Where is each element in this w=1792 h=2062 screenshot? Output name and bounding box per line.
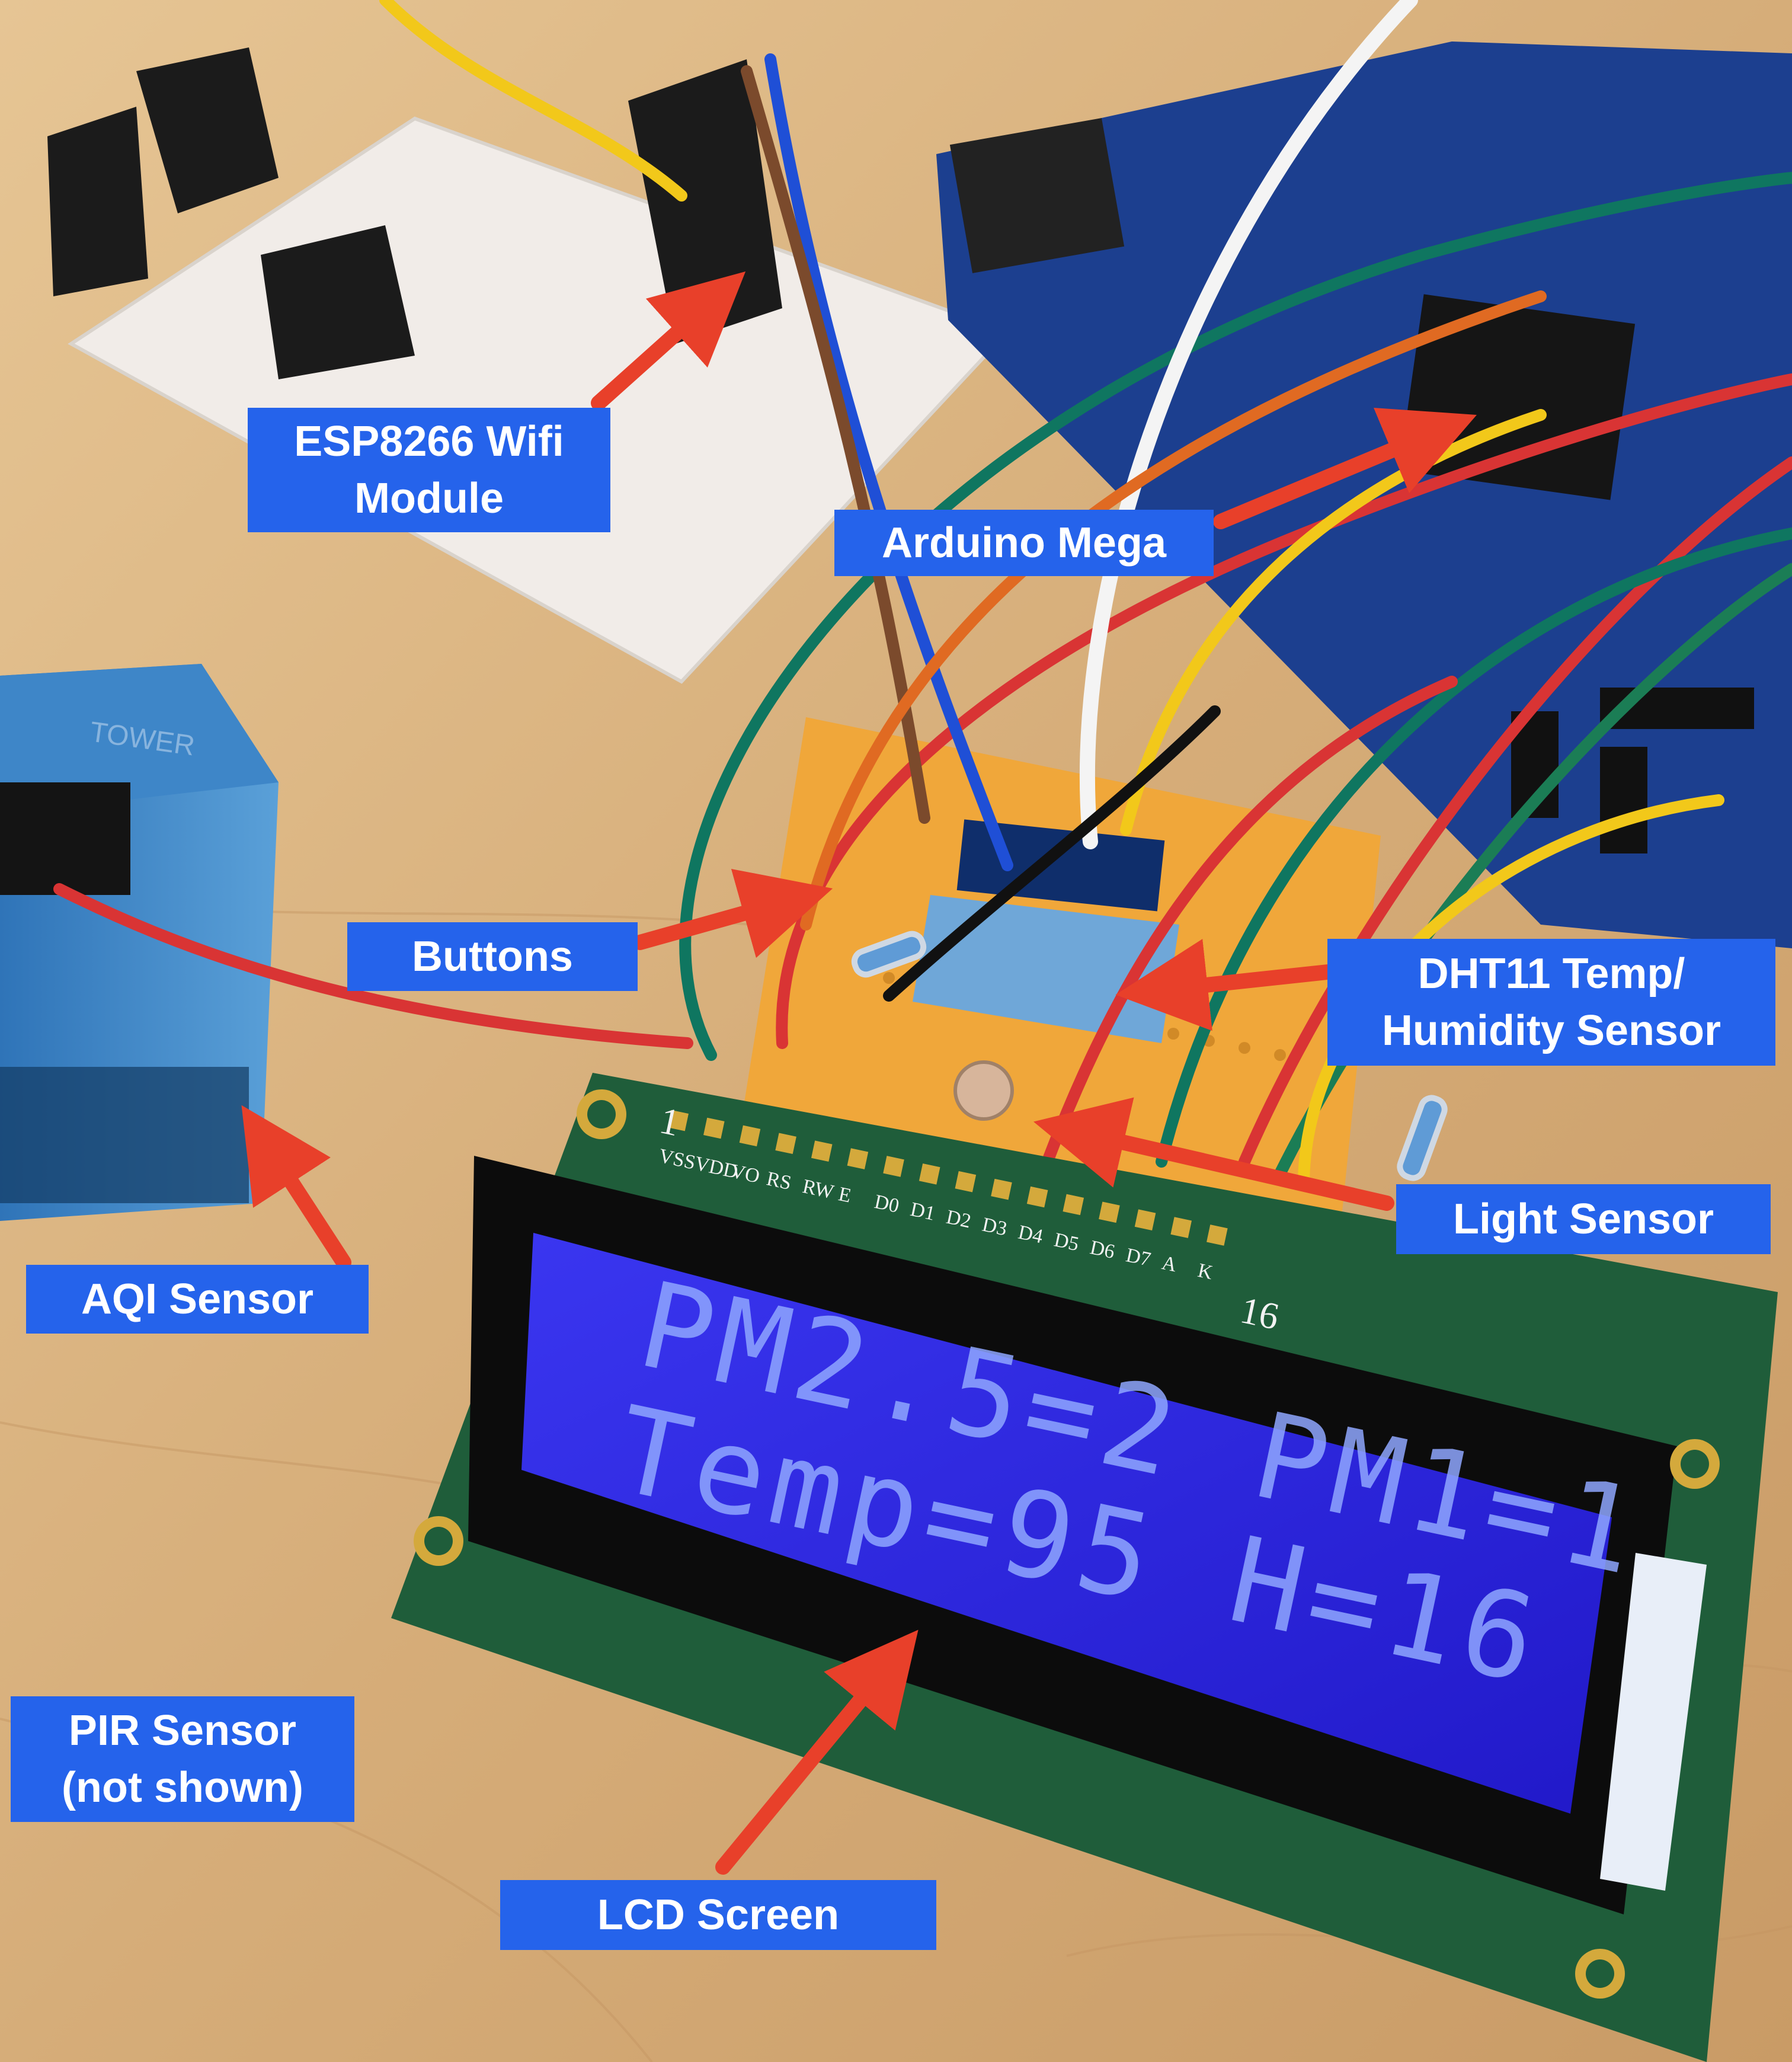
lcd-pin-pad xyxy=(1026,1186,1048,1208)
lcd-pin-label: D2 xyxy=(944,1206,972,1233)
arrow-buttons xyxy=(632,868,833,958)
arrow-esp8266 xyxy=(591,271,746,411)
light-sensor-component xyxy=(953,1060,1014,1121)
label-arduino-mega: Arduino Mega xyxy=(834,510,1214,576)
lcd-pin-pad xyxy=(775,1133,796,1155)
lcd-pin-pad xyxy=(739,1125,761,1147)
lcd-pin-pad xyxy=(667,1110,689,1131)
lcd-pin-pad xyxy=(1063,1194,1084,1216)
lcd-pin-label: D6 xyxy=(1088,1236,1116,1263)
lcd-module xyxy=(391,1073,1778,2062)
lcd-pin-pad xyxy=(919,1163,940,1185)
lcd-pin-pad xyxy=(883,1156,904,1177)
label-dht11: DHT11 Temp/ Humidity Sensor xyxy=(1327,939,1775,1066)
label-buttons: Buttons xyxy=(347,922,638,991)
lcd-pin-label: RS xyxy=(764,1168,793,1194)
arrow-light-sensor xyxy=(1033,1097,1394,1211)
lcd-pin-pad xyxy=(847,1148,869,1169)
lcd-pin-label: D3 xyxy=(980,1214,1009,1241)
arrow-dht11 xyxy=(1115,939,1335,1031)
label-light-sensor: Light Sensor xyxy=(1396,1184,1771,1254)
arrow-aqi xyxy=(241,1105,351,1270)
annotation-arrows xyxy=(241,271,1477,1875)
arrow-arduino xyxy=(1213,408,1477,529)
lcd-pin-pad xyxy=(1099,1201,1120,1223)
lcd-pin-label: D7 xyxy=(1124,1244,1153,1271)
lcd-pin-label: D0 xyxy=(872,1191,901,1217)
lcd-pin-label: D5 xyxy=(1052,1229,1080,1255)
lcd-pin-pad xyxy=(991,1178,1012,1200)
lcd-pin-pad xyxy=(703,1117,725,1139)
lcd-pin-last: 16 xyxy=(1237,1289,1282,1338)
label-esp8266: ESP8266 Wifi Module xyxy=(248,408,610,532)
lcd-pin-label: D4 xyxy=(1016,1222,1045,1248)
lcd-pin-pad xyxy=(955,1171,977,1193)
lcd-pin-pad xyxy=(1207,1225,1228,1246)
lcd-pin-pad xyxy=(1134,1209,1156,1230)
lcd-pin-pad xyxy=(1170,1217,1192,1238)
label-aqi-sensor: AQI Sensor xyxy=(26,1265,369,1334)
resistors xyxy=(851,931,1448,1181)
label-pir-sensor: PIR Sensor (not shown) xyxy=(11,1696,354,1822)
aqi-sensor-body xyxy=(0,664,279,1221)
lcd-pin-pad xyxy=(811,1140,833,1162)
lcd-pin-label: D1 xyxy=(908,1198,937,1225)
label-lcd-screen: LCD Screen xyxy=(500,1880,936,1950)
arrow-lcd xyxy=(715,1629,919,1875)
